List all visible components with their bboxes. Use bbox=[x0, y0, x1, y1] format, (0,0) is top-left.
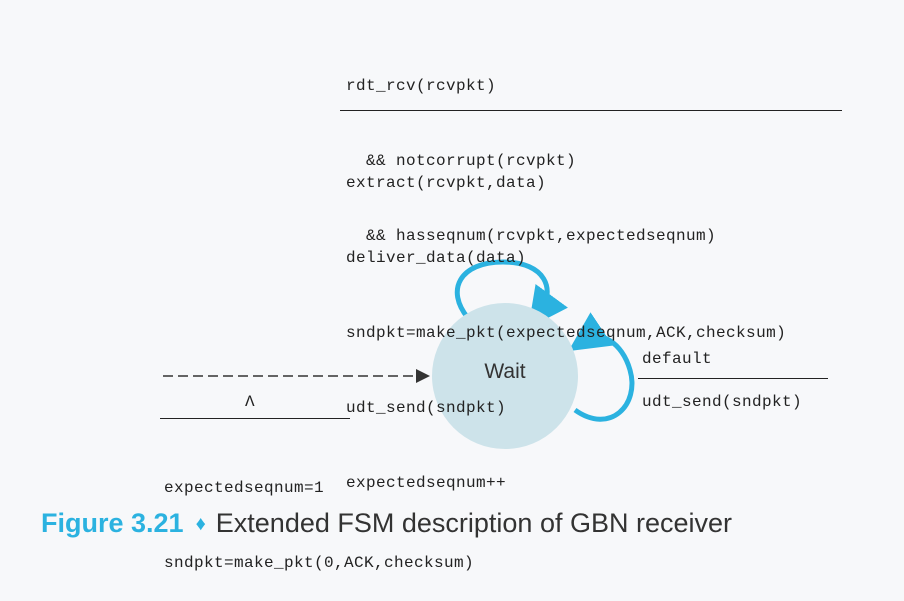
initial-transition-event: Λ bbox=[245, 393, 256, 411]
action-line: udt_send(sndpkt) bbox=[346, 399, 507, 417]
action-line: sndpkt=make_pkt(expectedseqnum,ACK,check… bbox=[346, 324, 787, 342]
right-transition-action: udt_send(sndpkt) bbox=[642, 393, 803, 411]
self-loop-arrow-right bbox=[568, 312, 635, 422]
action-line: deliver_data(data) bbox=[346, 249, 527, 267]
initial-transition-actions: expectedseqnum=1 sndpkt=make_pkt(0,ACK,c… bbox=[164, 426, 474, 601]
diamond-icon: ♦ bbox=[195, 513, 206, 535]
figure-number: Figure 3.21 bbox=[41, 508, 184, 538]
top-transition-event: rdt_rcv(rcvpkt) && notcorrupt(rcvpkt) &&… bbox=[346, 24, 716, 274]
event-line: rdt_rcv(rcvpkt) bbox=[346, 77, 497, 95]
initial-arrow-head bbox=[416, 369, 430, 383]
initial-transition-divider bbox=[160, 418, 350, 419]
right-transition-divider bbox=[638, 378, 828, 379]
action-line: expectedseqnum++ bbox=[346, 474, 507, 492]
action-line: sndpkt=make_pkt(0,ACK,checksum) bbox=[164, 554, 475, 572]
figure-caption: Figure 3.21 ♦ Extended FSM description of … bbox=[41, 508, 732, 539]
fsm-diagram bbox=[163, 259, 635, 449]
action-line: expectedseqnum=1 bbox=[164, 479, 325, 497]
action-line: extract(rcvpkt,data) bbox=[346, 174, 547, 192]
top-transition-divider bbox=[340, 110, 842, 111]
wait-state bbox=[432, 303, 578, 449]
caption-text: Extended FSM description of GBN receiver bbox=[215, 508, 732, 538]
event-line: && notcorrupt(rcvpkt) bbox=[346, 152, 577, 170]
event-line: && hasseqnum(rcvpkt,expectedseqnum) bbox=[346, 227, 717, 245]
right-transition-event: default bbox=[642, 350, 713, 368]
self-loop-arrow-top bbox=[454, 259, 568, 329]
top-transition-actions: extract(rcvpkt,data) deliver_data(data) … bbox=[346, 121, 786, 521]
state-label: Wait bbox=[484, 360, 526, 383]
